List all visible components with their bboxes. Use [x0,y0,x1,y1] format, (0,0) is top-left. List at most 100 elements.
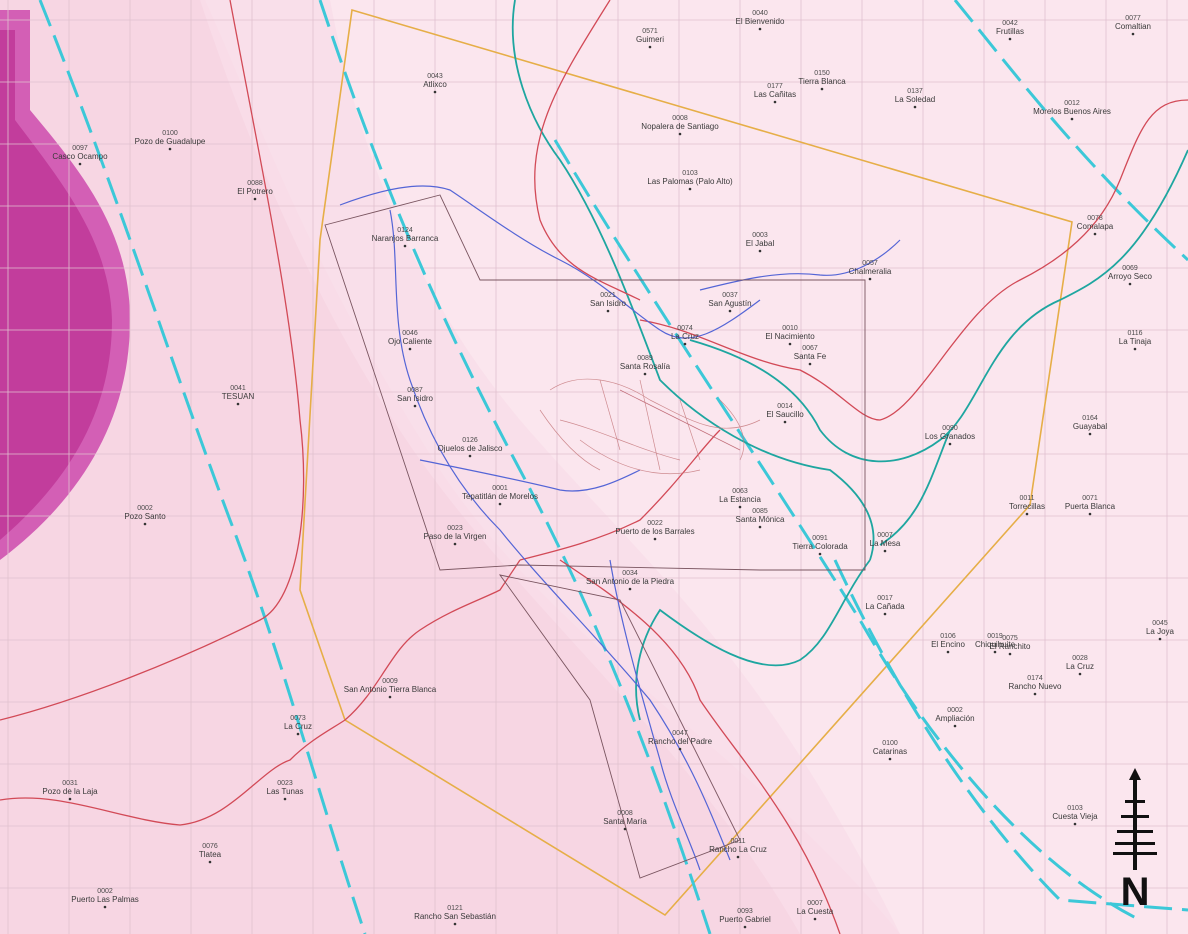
place-code: 0003 [752,232,768,239]
north-letter: N [1121,870,1150,914]
place-name: La Tinaja [1119,337,1152,346]
place-name: Tlatea [199,850,222,859]
place-code: 0010 [782,325,798,332]
place-code: 0103 [1067,805,1083,812]
place-code: 0174 [1027,675,1043,682]
place-name: El Bienvenido [736,17,785,26]
place-dot [408,347,412,351]
place-name: Casco Ocampo [52,152,108,161]
place-dot [818,552,822,556]
place-name: El Saucillo [766,410,804,419]
place-dot [68,797,72,801]
place-code: 0043 [427,73,443,80]
place-dot [453,542,457,546]
urban-detail [539,378,761,475]
place-name: La Cruz [1066,662,1094,671]
place-code: 0078 [1087,215,1103,222]
place-name: La Mesa [870,539,901,548]
place-code: 0571 [642,28,658,35]
place-name: Torrecillas [1009,502,1045,511]
place-name: Puerta Blanca [1065,502,1116,511]
place-name: La Cruz [671,332,699,341]
place-dot [253,197,257,201]
place-code: 0007 [807,900,823,907]
place-code: 0046 [402,330,418,337]
place-name: Tierra Blanca [798,77,846,86]
place-dot [208,860,212,864]
place-dot [738,505,742,509]
place-dot [678,132,682,136]
place-code: 0177 [767,83,783,90]
place-code: 0002 [137,505,153,512]
